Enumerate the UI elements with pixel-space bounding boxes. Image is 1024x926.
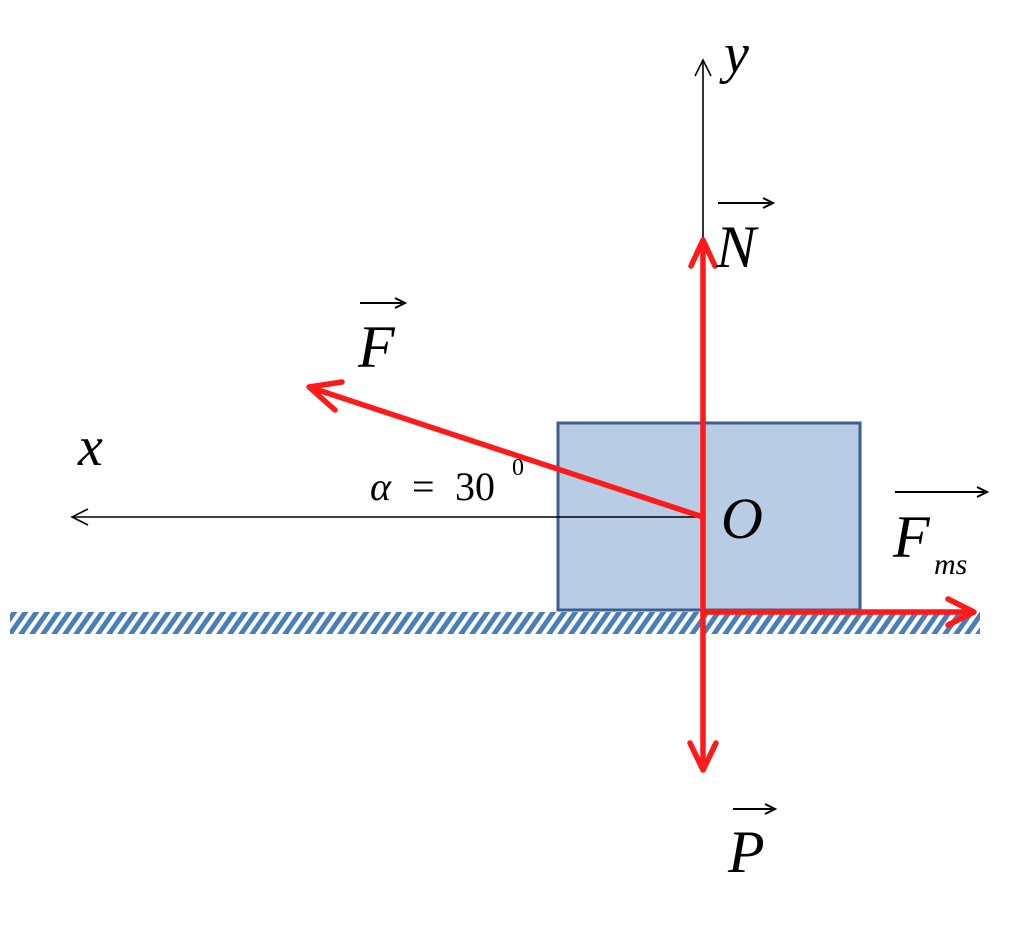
- svg-text:α: α: [370, 464, 392, 509]
- svg-text:30: 30: [455, 464, 495, 509]
- svg-text:P: P: [727, 819, 765, 885]
- force-fms-arrow: [700, 596, 977, 628]
- force-f-label: F: [357, 297, 408, 380]
- force-n-label: N: [715, 197, 776, 280]
- svg-text:F: F: [892, 504, 931, 570]
- angle-label: α = 30 0: [370, 455, 524, 509]
- ground-surface: [10, 612, 980, 634]
- origin-label: O: [721, 486, 763, 551]
- svg-text:=: =: [412, 464, 435, 509]
- force-n-arrow: [688, 237, 718, 520]
- force-f-arrow: [306, 379, 706, 520]
- force-p-arrow: [687, 514, 719, 773]
- force-fms-label: F ms: [892, 486, 990, 581]
- x-axis-label: x: [77, 416, 103, 478]
- y-axis-label: y: [719, 23, 749, 85]
- force-p-label: P: [727, 803, 778, 885]
- x-axis: [70, 508, 703, 526]
- svg-text:0: 0: [512, 455, 524, 481]
- svg-text:N: N: [715, 214, 759, 280]
- svg-text:ms: ms: [934, 548, 967, 581]
- svg-text:F: F: [357, 314, 396, 380]
